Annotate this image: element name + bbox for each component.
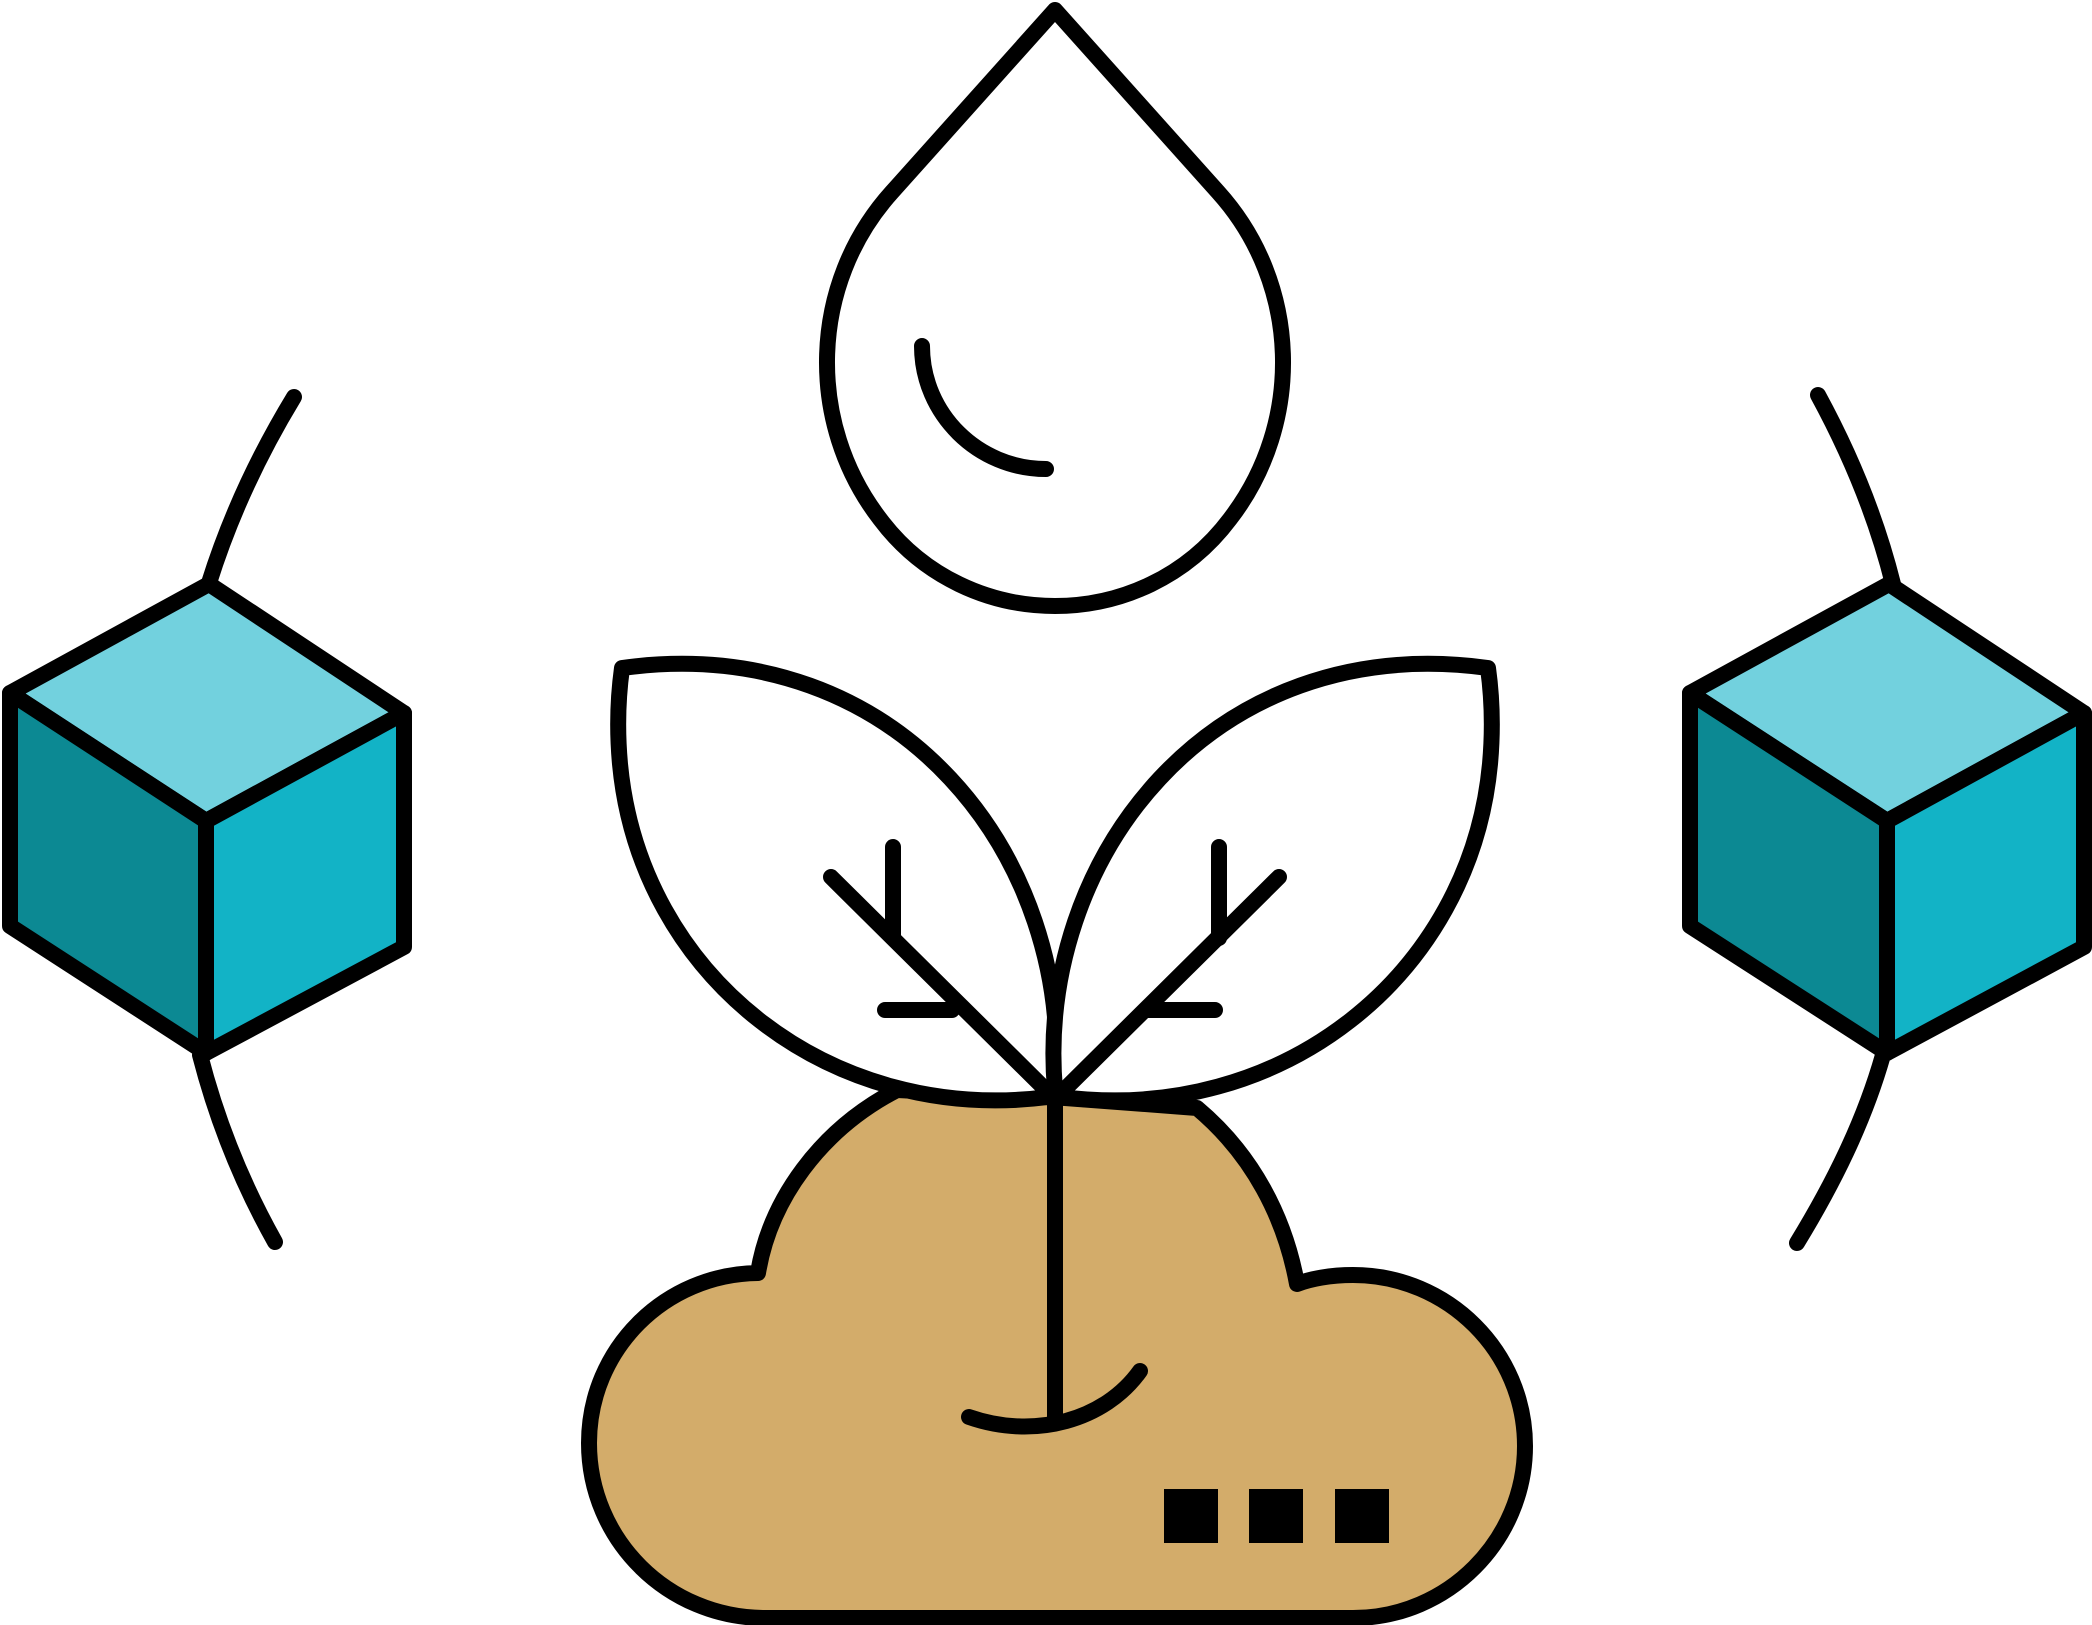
cube-left-icon (2, 389, 412, 1250)
cube-left-arc-top (201, 389, 302, 591)
cube-left-right-face (198, 705, 412, 1061)
cube-right-right-face (1879, 705, 2092, 1061)
soil-dot-3 (1335, 1489, 1389, 1543)
plant-sprout-icon (610, 655, 1500, 1426)
cube-right-arc-top (1810, 387, 1901, 592)
soil-dot-1 (1164, 1489, 1218, 1543)
water-drop-shine (914, 338, 1054, 477)
soil-seed-curve (961, 1363, 1148, 1435)
cube-right-icon (1682, 387, 2092, 1251)
water-drop-outline (819, 2, 1291, 614)
left-vein-main (823, 869, 1056, 1100)
cube-right-arc-bottom (1789, 1047, 1891, 1251)
right-vein-main (1054, 869, 1287, 1100)
water-drop-icon (819, 2, 1291, 614)
soil-dot-2 (1249, 1489, 1303, 1543)
cube-left-arc-bottom (192, 1047, 283, 1250)
